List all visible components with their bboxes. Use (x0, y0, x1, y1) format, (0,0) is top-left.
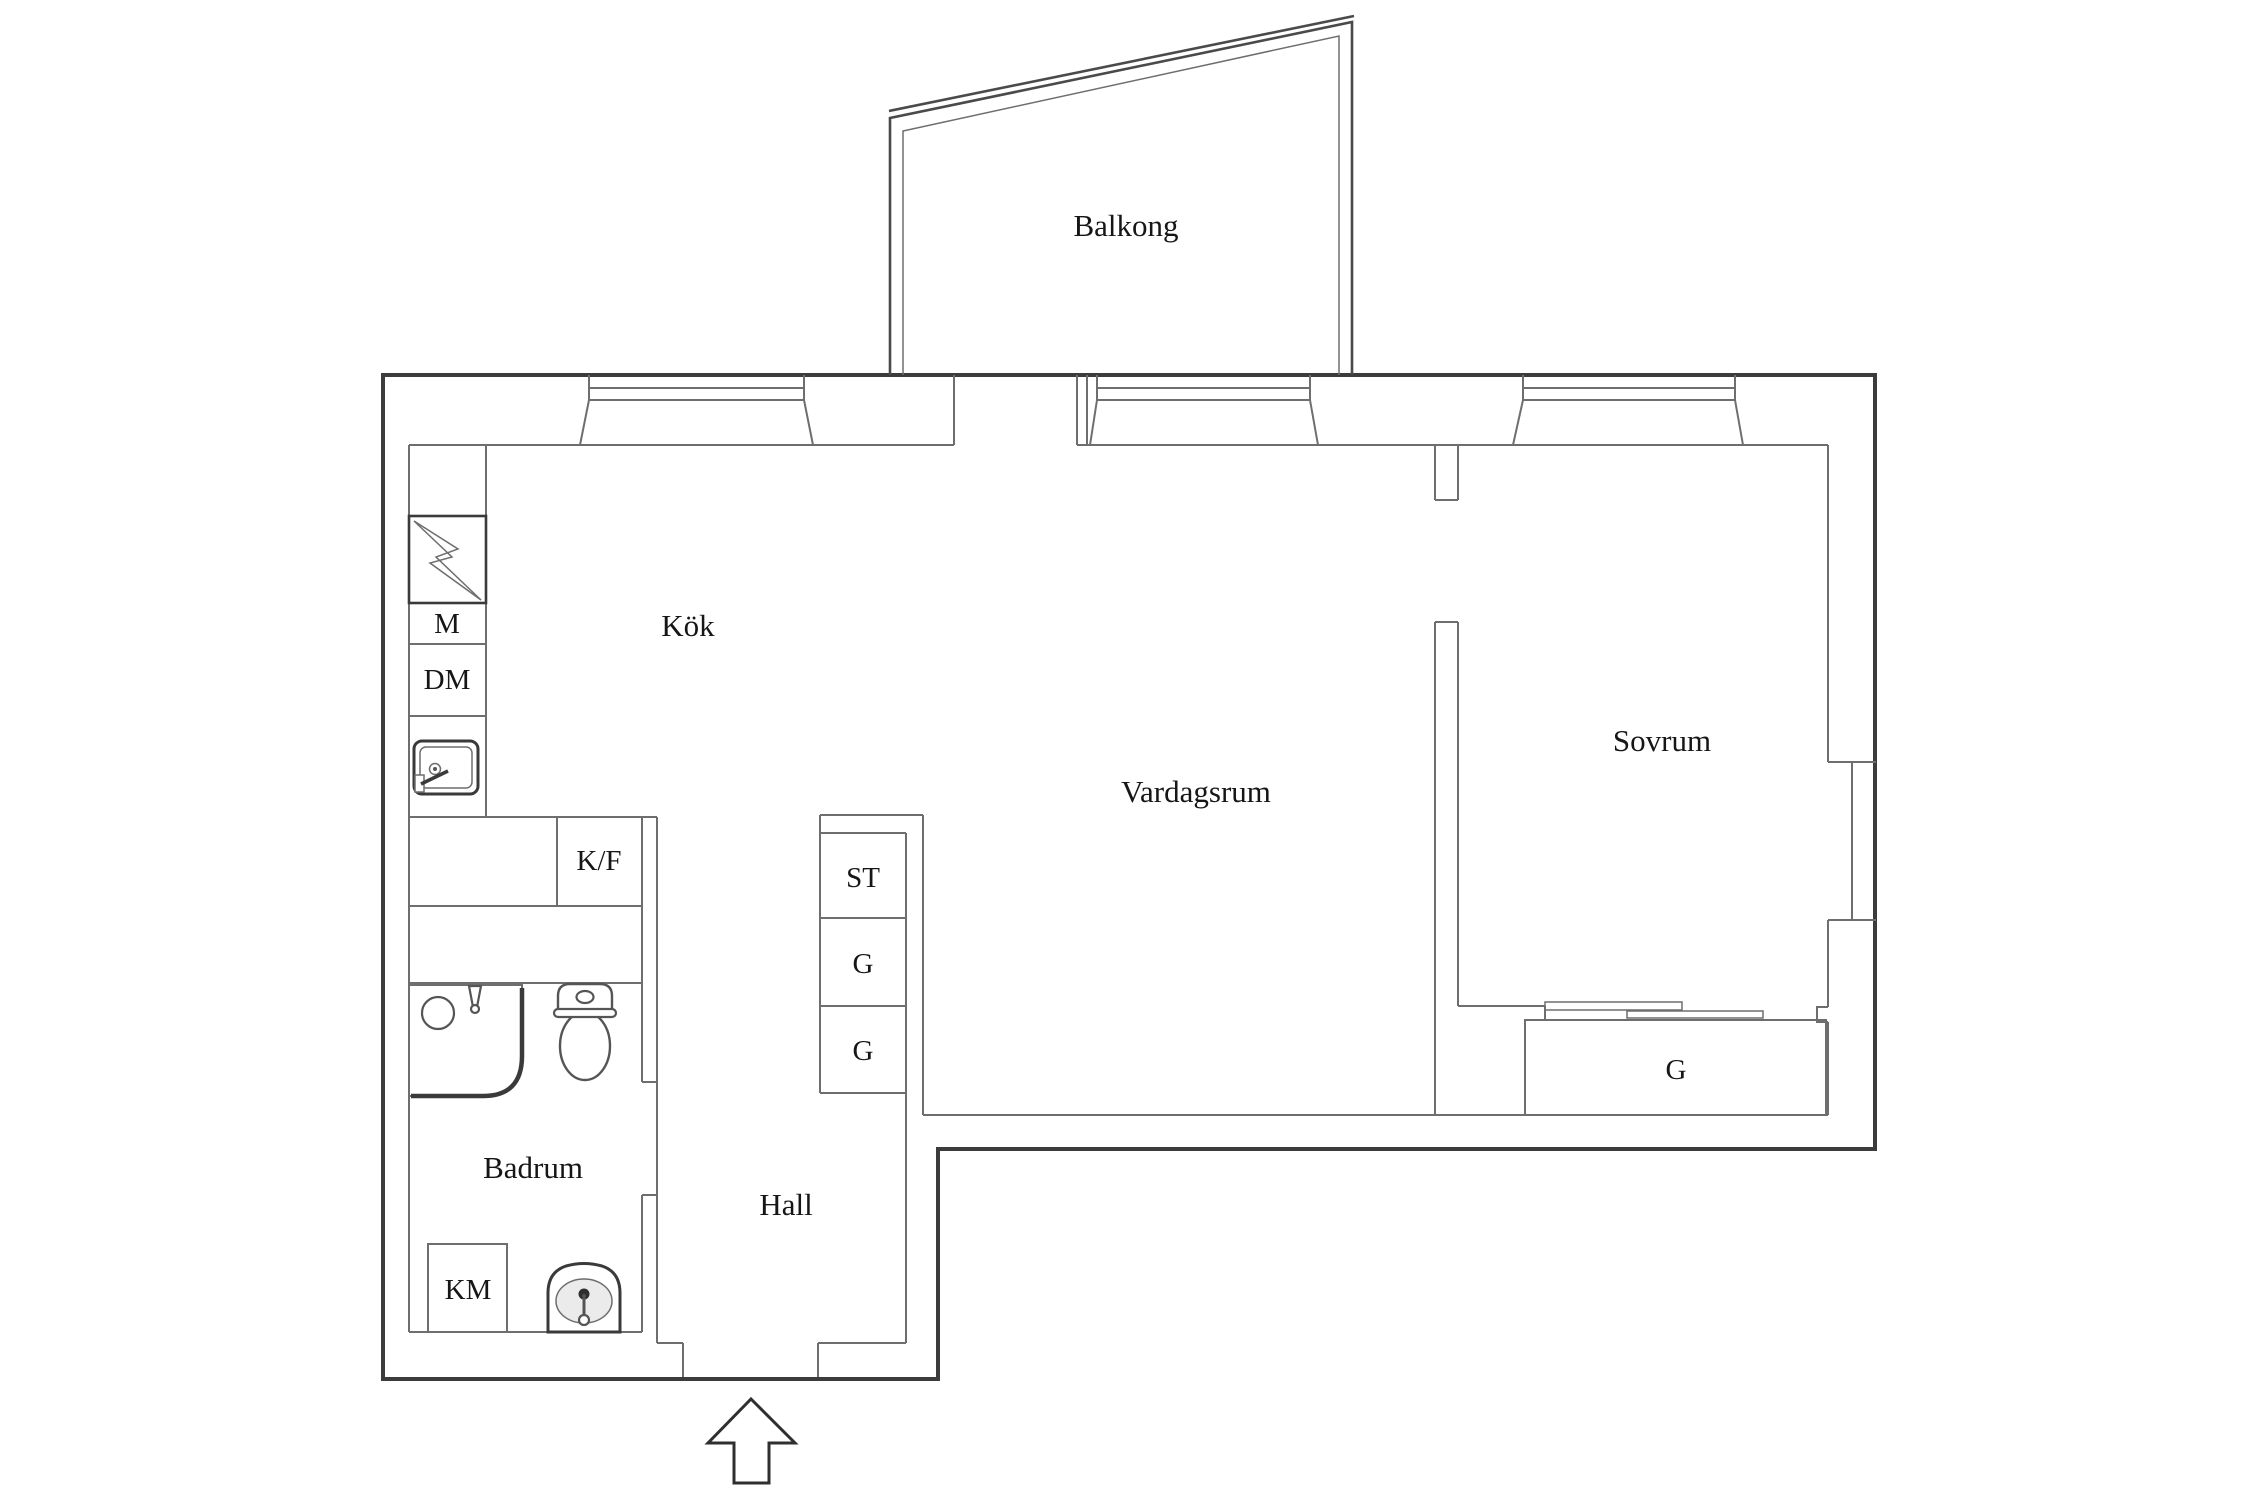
washing-machine-box (427, 1243, 508, 1333)
label-microwave: M (434, 608, 460, 640)
washbasin-icon (546, 1262, 622, 1334)
label-bedroom-wardrobe: G (1666, 1054, 1687, 1086)
stove-icon (407, 514, 488, 605)
room-label-balcony: Balkong (1073, 208, 1178, 243)
room-label-kitchen: Kök (661, 608, 715, 643)
hall-closets (819, 814, 923, 1094)
room-label-bedroom: Sovrum (1613, 723, 1711, 758)
bedroom-divider-wall (1434, 445, 1546, 1115)
bathroom-hall-wall (409, 817, 658, 1343)
room-label-bathroom: Badrum (483, 1150, 583, 1185)
shower-icon (410, 984, 525, 1099)
balcony-outline (888, 14, 1355, 375)
entrance-arrow-icon (704, 1396, 799, 1485)
kitchen-sink-icon (412, 739, 480, 796)
exterior-walls (381, 373, 1877, 1381)
toilet-icon (552, 982, 618, 1082)
room-label-hall: Hall (759, 1187, 812, 1222)
label-wardrobe-2: G (853, 1035, 874, 1067)
label-fridge-freezer: K/F (576, 845, 621, 877)
interior-wall-lines (408, 444, 1829, 1377)
bedroom-wardrobe (1524, 1001, 1828, 1116)
label-washing-machine: KM (445, 1274, 492, 1306)
room-labels: Balkong Kök Vardagsrum Sovrum Badrum Hal… (483, 208, 1711, 1222)
label-wardrobe-1: G (853, 948, 874, 980)
room-label-living-room: Vardagsrum (1121, 774, 1271, 809)
top-wall-windows (579, 375, 1744, 446)
fixture-labels: M DM K/F ST G G G KM (424, 608, 1687, 1306)
right-wall-window (1828, 761, 1876, 921)
label-storage-closet: ST (846, 862, 880, 894)
label-dishwasher: DM (424, 664, 471, 696)
